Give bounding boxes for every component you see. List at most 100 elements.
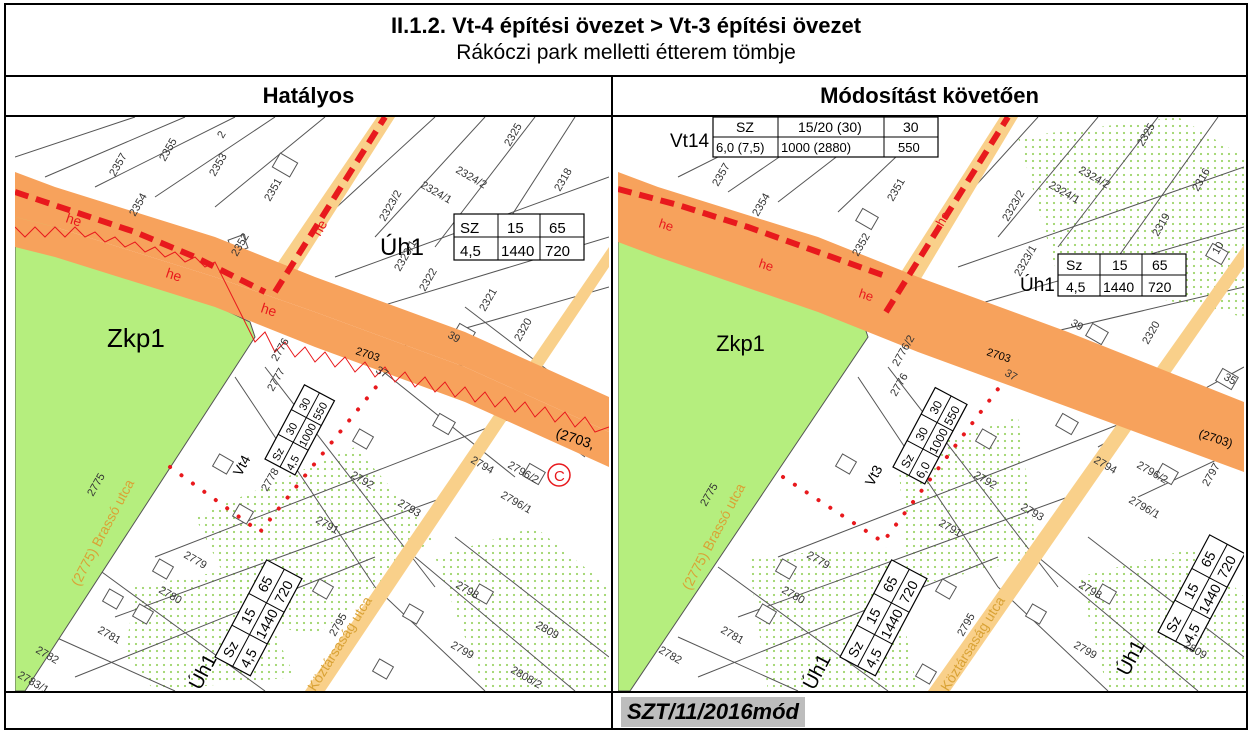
svg-text:65: 65 bbox=[1152, 257, 1168, 273]
svg-text:2357: 2357 bbox=[107, 151, 130, 178]
zone-box-vt14: SZ 15/20 (30) 30 6,0 (7,5) 1000 (2880) 5… bbox=[712, 117, 939, 158]
svg-text:720: 720 bbox=[1148, 279, 1172, 295]
document-sheet: II.1.2. Vt-4 építési övezet > Vt-3 építé… bbox=[4, 3, 1248, 730]
svg-text:2796/2: 2796/2 bbox=[506, 459, 541, 486]
svg-text:2354: 2354 bbox=[750, 191, 773, 218]
svg-text:30: 30 bbox=[927, 398, 946, 417]
column-header-current: Hatályos bbox=[6, 75, 613, 117]
he-label: he bbox=[657, 216, 675, 235]
svg-text:2323/1: 2323/1 bbox=[1012, 243, 1039, 278]
column-header-modified: Módosítást követően bbox=[613, 75, 1246, 117]
svg-text:2782: 2782 bbox=[657, 644, 684, 667]
zone-label-zkp1: Zkp1 bbox=[716, 331, 765, 356]
main-road-2703 bbox=[618, 172, 1244, 472]
svg-text:39: 39 bbox=[1069, 317, 1086, 334]
svg-text:2320: 2320 bbox=[1140, 319, 1163, 346]
svg-text:Sz: Sz bbox=[220, 638, 242, 660]
svg-text:720: 720 bbox=[545, 243, 570, 260]
zone-label-zkp1: Zkp1 bbox=[107, 323, 165, 353]
svg-text:2799: 2799 bbox=[1072, 639, 1099, 662]
zone-box-uh1-bottom-right: Sz 15 65 4,5 1440 720 bbox=[1157, 534, 1244, 652]
zone-box-vt: Sz 30 30 4,5 1000 550 bbox=[264, 384, 336, 476]
map-current: C he he he he Zkp1 2703 (2703, Úh1 Úh1 V… bbox=[15, 117, 609, 691]
svg-text:2320: 2320 bbox=[512, 316, 535, 343]
svg-text:1440: 1440 bbox=[1103, 279, 1134, 295]
svg-text:2796/1: 2796/1 bbox=[1127, 494, 1162, 521]
zone-label-vt: Vt3 bbox=[862, 462, 886, 488]
svg-text:15/20 (30): 15/20 (30) bbox=[798, 119, 862, 135]
svg-text:Sz: Sz bbox=[1066, 257, 1082, 273]
map-modified: he he he he Zkp1 2703 (2703) Vt14 Úh1 Úh… bbox=[618, 117, 1244, 691]
zone-label-uh1-top: Úh1 bbox=[380, 234, 424, 261]
svg-text:Sz: Sz bbox=[1163, 613, 1185, 635]
svg-text:2794: 2794 bbox=[469, 454, 496, 477]
document-subtitle: Rákóczi park melletti étterem tömbje bbox=[456, 41, 796, 64]
svg-text:Sz: Sz bbox=[845, 638, 867, 660]
svg-text:4,5: 4,5 bbox=[460, 243, 481, 260]
title-row: II.1.2. Vt-4 építési övezet > Vt-3 építé… bbox=[6, 5, 1246, 77]
vegetation-area bbox=[435, 527, 609, 691]
building-footprints bbox=[101, 152, 546, 680]
svg-text:2796/2: 2796/2 bbox=[1135, 459, 1170, 486]
footer-divider bbox=[6, 691, 1246, 693]
main-road-2703 bbox=[15, 172, 609, 467]
he-label: he bbox=[757, 256, 775, 275]
svg-text:2351: 2351 bbox=[885, 176, 908, 203]
svg-text:30: 30 bbox=[913, 425, 932, 444]
koztarsasag-street-strip bbox=[305, 247, 609, 691]
svg-text:15: 15 bbox=[1180, 580, 1202, 601]
he-label: he bbox=[857, 286, 875, 305]
street-label-koztarsasag: Köztársaság utca bbox=[937, 593, 1008, 691]
svg-text:2323/2: 2323/2 bbox=[377, 188, 404, 223]
zone-box-uh1-top: Sz 15 65 4,5 1440 720 bbox=[1057, 253, 1187, 297]
svg-text:Sz: Sz bbox=[898, 452, 917, 471]
svg-text:2781: 2781 bbox=[719, 624, 746, 647]
svg-text:2796/1: 2796/1 bbox=[499, 489, 534, 516]
svg-text:2781: 2781 bbox=[96, 624, 123, 647]
document-title: II.1.2. Vt-4 építési övezet > Vt-3 építé… bbox=[390, 13, 862, 38]
svg-text:2324/2: 2324/2 bbox=[454, 164, 489, 191]
svg-text:2354: 2354 bbox=[127, 191, 150, 218]
he-boundary-line-branch bbox=[272, 117, 388, 294]
svg-text:65: 65 bbox=[254, 573, 276, 594]
svg-text:2321: 2321 bbox=[477, 286, 500, 313]
svg-text:35: 35 bbox=[1222, 371, 1239, 388]
svg-text:30: 30 bbox=[284, 421, 300, 437]
main-road-2703-upper bbox=[15, 172, 609, 432]
svg-text:15: 15 bbox=[507, 220, 524, 237]
circle-marker bbox=[547, 463, 571, 487]
zone-label-uh1-top: Úh1 bbox=[1020, 274, 1055, 296]
svg-text:6,0 (7,5): 6,0 (7,5) bbox=[716, 140, 764, 155]
svg-text:65: 65 bbox=[549, 220, 566, 237]
svg-text:37: 37 bbox=[374, 364, 391, 381]
svg-text:15: 15 bbox=[237, 605, 259, 626]
svg-text:2357: 2357 bbox=[710, 161, 733, 188]
svg-text:4,5: 4,5 bbox=[1066, 279, 1086, 295]
svg-text:2353: 2353 bbox=[207, 151, 230, 178]
he-label: he bbox=[64, 210, 84, 230]
he-label: he bbox=[933, 208, 953, 228]
column-divider bbox=[611, 75, 613, 730]
he-boundary-line bbox=[618, 186, 890, 280]
svg-text:2776: 2776 bbox=[888, 371, 911, 398]
svg-text:39: 39 bbox=[446, 329, 463, 346]
zigzag-boundary bbox=[15, 226, 609, 433]
he-label: he bbox=[309, 217, 331, 239]
svg-text:2318: 2318 bbox=[552, 166, 575, 193]
svg-text:15: 15 bbox=[862, 605, 884, 626]
he-label: he bbox=[259, 300, 279, 320]
he-boundary-line-branch bbox=[883, 117, 1011, 314]
svg-text:15: 15 bbox=[1112, 257, 1128, 273]
svg-text:1000 (2880): 1000 (2880) bbox=[781, 140, 851, 155]
svg-text:30: 30 bbox=[903, 119, 919, 135]
svg-text:65: 65 bbox=[1197, 548, 1219, 569]
svg-text:SZ: SZ bbox=[460, 220, 479, 237]
he-label: he bbox=[164, 265, 184, 285]
svg-text:2: 2 bbox=[215, 129, 228, 140]
zone-label-vt: Vt4 bbox=[230, 452, 254, 478]
svg-text:Sz: Sz bbox=[270, 446, 287, 463]
koztarsasag-street-strip bbox=[928, 245, 1244, 691]
svg-text:2779: 2779 bbox=[182, 549, 209, 572]
zone-label-vt14: Vt14 bbox=[670, 131, 710, 152]
lot-boundary-dotted bbox=[168, 380, 382, 535]
